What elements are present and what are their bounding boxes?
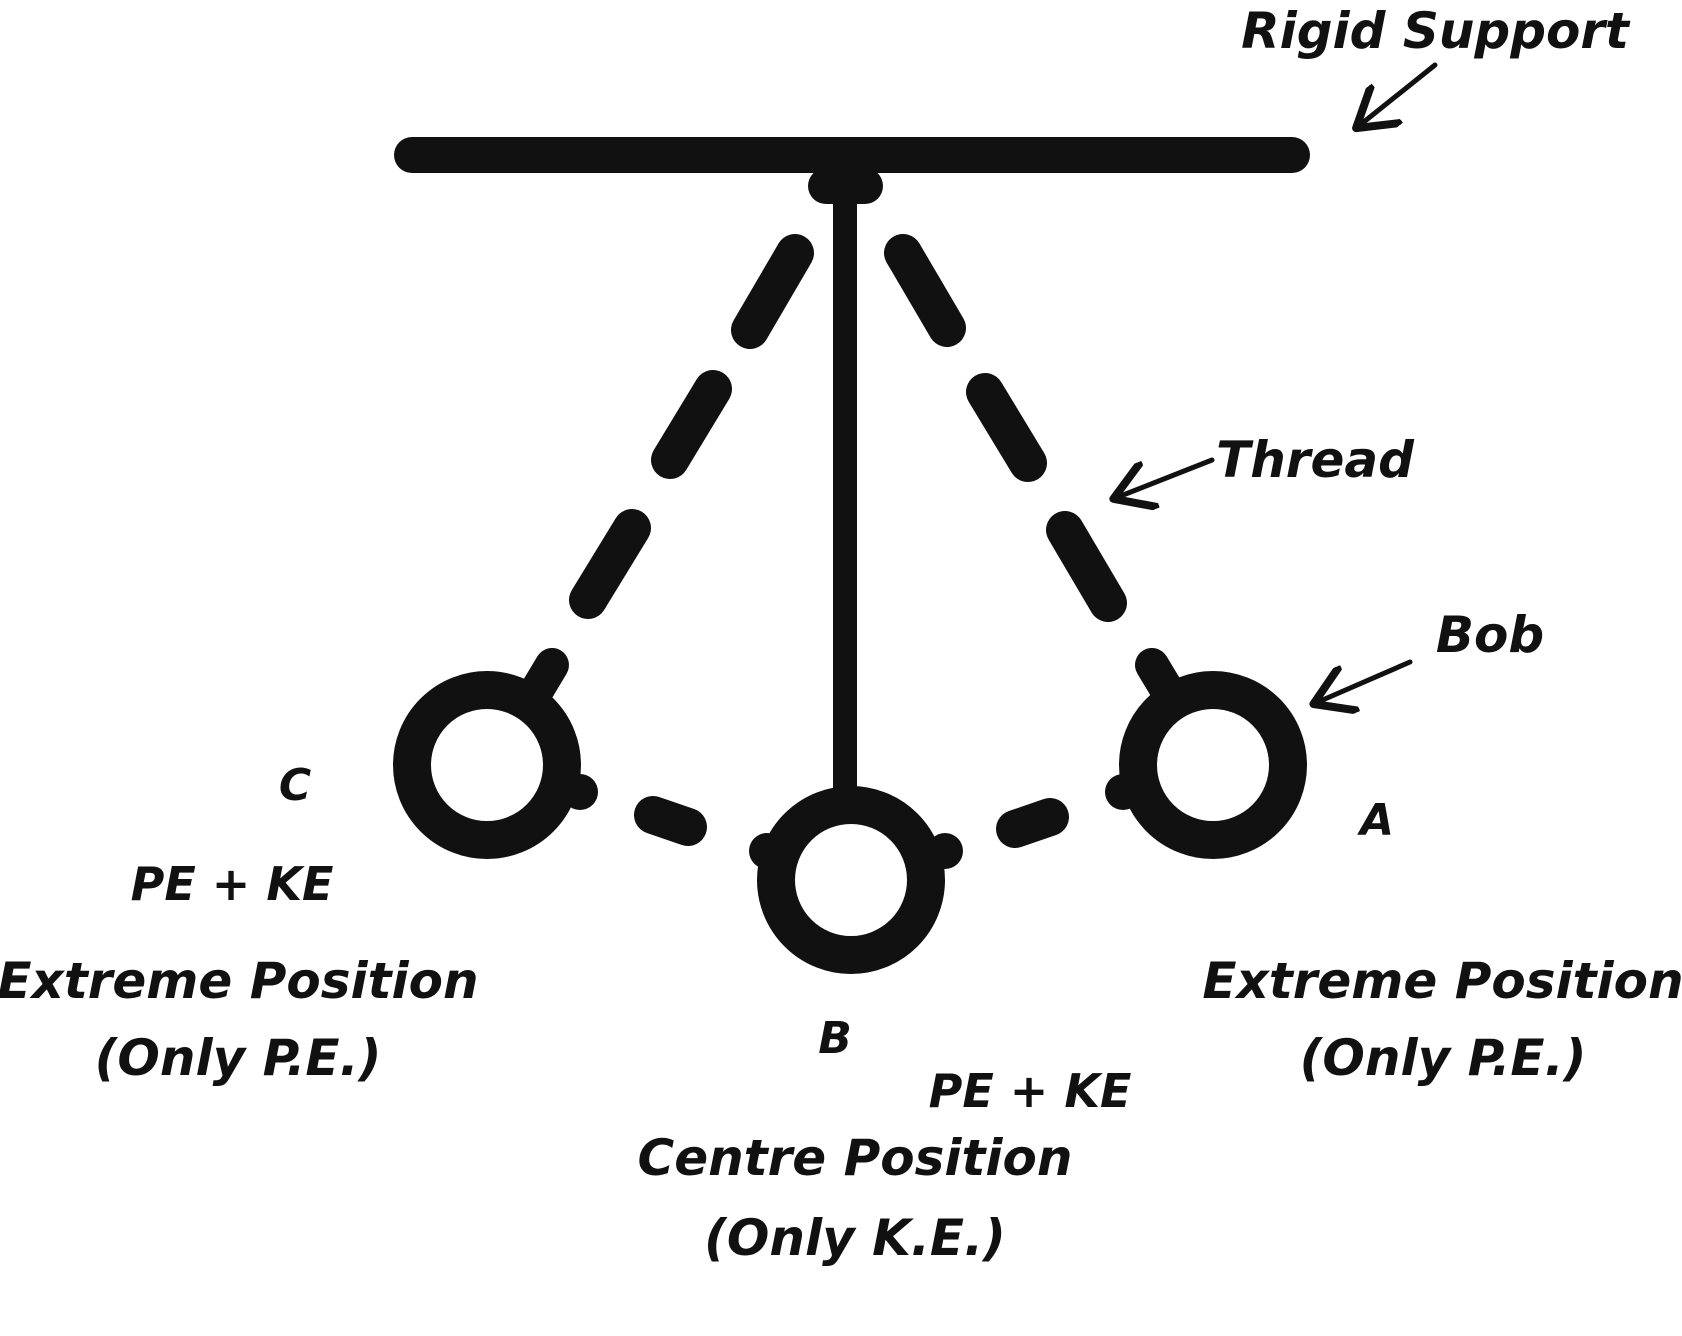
- thread-left-dashed: [569, 234, 814, 619]
- suspension-point: [808, 168, 883, 204]
- left-extreme-note: (Only P.E.): [95, 1029, 382, 1087]
- left-extreme-title: Extreme Position: [0, 952, 479, 1010]
- bob-c: [393, 648, 598, 859]
- rigid-support-arrow: [1360, 62, 1438, 125]
- bob-label: Bob: [1436, 606, 1544, 664]
- thread-label: Thread: [1216, 431, 1415, 489]
- centre-title: Centre Position: [638, 1129, 1073, 1187]
- swing-arc-dashed: [634, 796, 1069, 848]
- bob-arrow: [1318, 659, 1413, 702]
- point-a-label: A: [1357, 795, 1394, 846]
- point-b-label: B: [818, 1013, 852, 1064]
- right-extreme-note: (Only P.E.): [1300, 1029, 1587, 1087]
- rigid-support-label: Rigid Support: [1241, 2, 1631, 60]
- bob-b: [749, 786, 963, 974]
- bob-a: [1105, 648, 1307, 859]
- thread-right-dashed: [884, 234, 1127, 622]
- thread-arrow: [1118, 457, 1215, 497]
- point-c-label: C: [279, 760, 311, 811]
- centre-note: (Only K.E.): [704, 1209, 1006, 1267]
- c-energy-label: PE + KE: [131, 857, 334, 911]
- right-extreme-title: Extreme Position: [1202, 952, 1682, 1010]
- b-energy-label: PE + KE: [929, 1064, 1132, 1118]
